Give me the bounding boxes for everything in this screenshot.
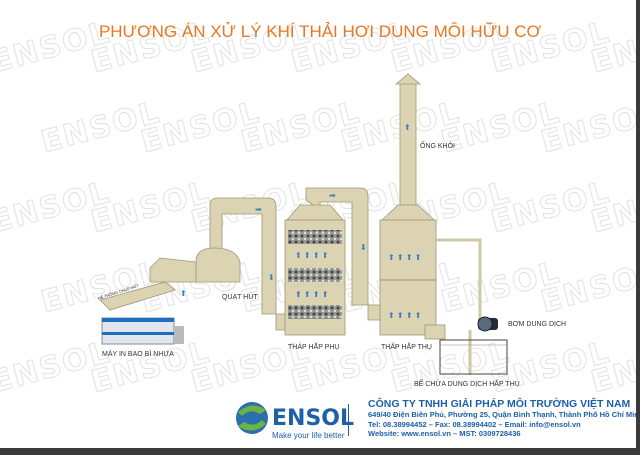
hood-manifold	[99, 281, 176, 311]
process-diagram: ➡ ➡ ⬇ ⬇ ⬆ ⬆ ⬆ ⬆ ⬆ ⬆ ⬆ ⬆ ⬆ ⬆ ⬆ ⬆ ⬆ ⬆ ⬆ ⬆ …	[99, 73, 508, 375]
company-name: CÔNG TY TNHH GIẢI PHÁP MÔI TRƯỜNG VIỆT N…	[368, 398, 631, 410]
svg-text:➡: ➡	[255, 205, 262, 214]
company-contact: Tel: 08.38994452 – Fax: 08.38994402 – Em…	[368, 419, 581, 429]
footer-divider	[348, 404, 349, 436]
label-adsorption-tower: THÁP HẤP PHỤ	[288, 344, 340, 351]
flow-arrows: ➡ ➡ ⬇ ⬇ ⬆ ⬆ ⬆ ⬆ ⬆ ⬆ ⬆ ⬆ ⬆ ⬆ ⬆ ⬆ ⬆ ⬆ ⬆ ⬆ …	[180, 123, 421, 320]
adsorbent-layer	[288, 230, 342, 244]
adsorbent-layer	[288, 305, 342, 319]
label-fan: QUẠT HÚT	[222, 294, 258, 301]
label-tank: BỂ CHỨA DUNG DỊCH HẤP THỤ	[414, 381, 520, 388]
svg-text:⬆: ⬆	[404, 123, 411, 132]
diagram-title: PHƯƠNG ÁN XỬ LÝ KHÍ THẢI HƠI DUNG MÔI HỮ…	[98, 22, 542, 41]
svg-text:⬆ ⬆ ⬆ ⬆: ⬆ ⬆ ⬆ ⬆	[388, 311, 421, 320]
globe-logo-icon	[236, 402, 268, 434]
adsorbent-layer	[288, 268, 342, 282]
label-printer: MÁY IN BAO BÌ NHỰA	[102, 351, 174, 358]
label-chimney: ỐNG KHÓI	[420, 143, 456, 150]
solution-pipe	[436, 238, 482, 320]
chimney	[399, 81, 417, 213]
printing-machine	[101, 317, 184, 345]
absorption-tower	[379, 219, 437, 336]
suction-fan	[195, 247, 241, 283]
chimney-cap	[394, 73, 422, 85]
absorption-tower-top	[380, 204, 436, 221]
company-website: Website: www.ensol.vn – MST: 0309728436	[368, 429, 521, 438]
company-address: 649/40 Điện Biên Phủ, Phường 25, Quận Bì…	[368, 410, 636, 419]
pump-icon	[477, 316, 498, 332]
slogan: Make your life better	[272, 431, 345, 440]
label-absorption-tower: THÁP HẤP THỤ	[381, 344, 432, 351]
duct-adsorption-to-absorption	[305, 187, 381, 321]
label-pump: BƠM DUNG DỊCH	[508, 321, 567, 328]
adsorption-tower-top	[286, 204, 344, 221]
solution-tank	[439, 339, 508, 375]
outlet-duct	[424, 324, 446, 340]
logo-text: ENSOL	[272, 406, 355, 431]
svg-text:⬆ ⬆ ⬆ ⬆: ⬆ ⬆ ⬆ ⬆	[295, 290, 328, 299]
svg-text:➡: ➡	[329, 191, 336, 200]
svg-text:⬇: ⬇	[360, 243, 367, 252]
svg-text:⬆ ⬆ ⬆ ⬆: ⬆ ⬆ ⬆ ⬆	[388, 253, 421, 262]
svg-text:⬆ ⬆ ⬆ ⬆: ⬆ ⬆ ⬆ ⬆	[295, 251, 328, 260]
svg-text:⬆: ⬆	[180, 289, 187, 298]
svg-text:⬇: ⬇	[268, 273, 275, 282]
company-info: CÔNG TY TNHH GIẢI PHÁP MÔI TRƯỜNG VIỆT N…	[368, 398, 636, 439]
hood-duct	[149, 257, 197, 283]
